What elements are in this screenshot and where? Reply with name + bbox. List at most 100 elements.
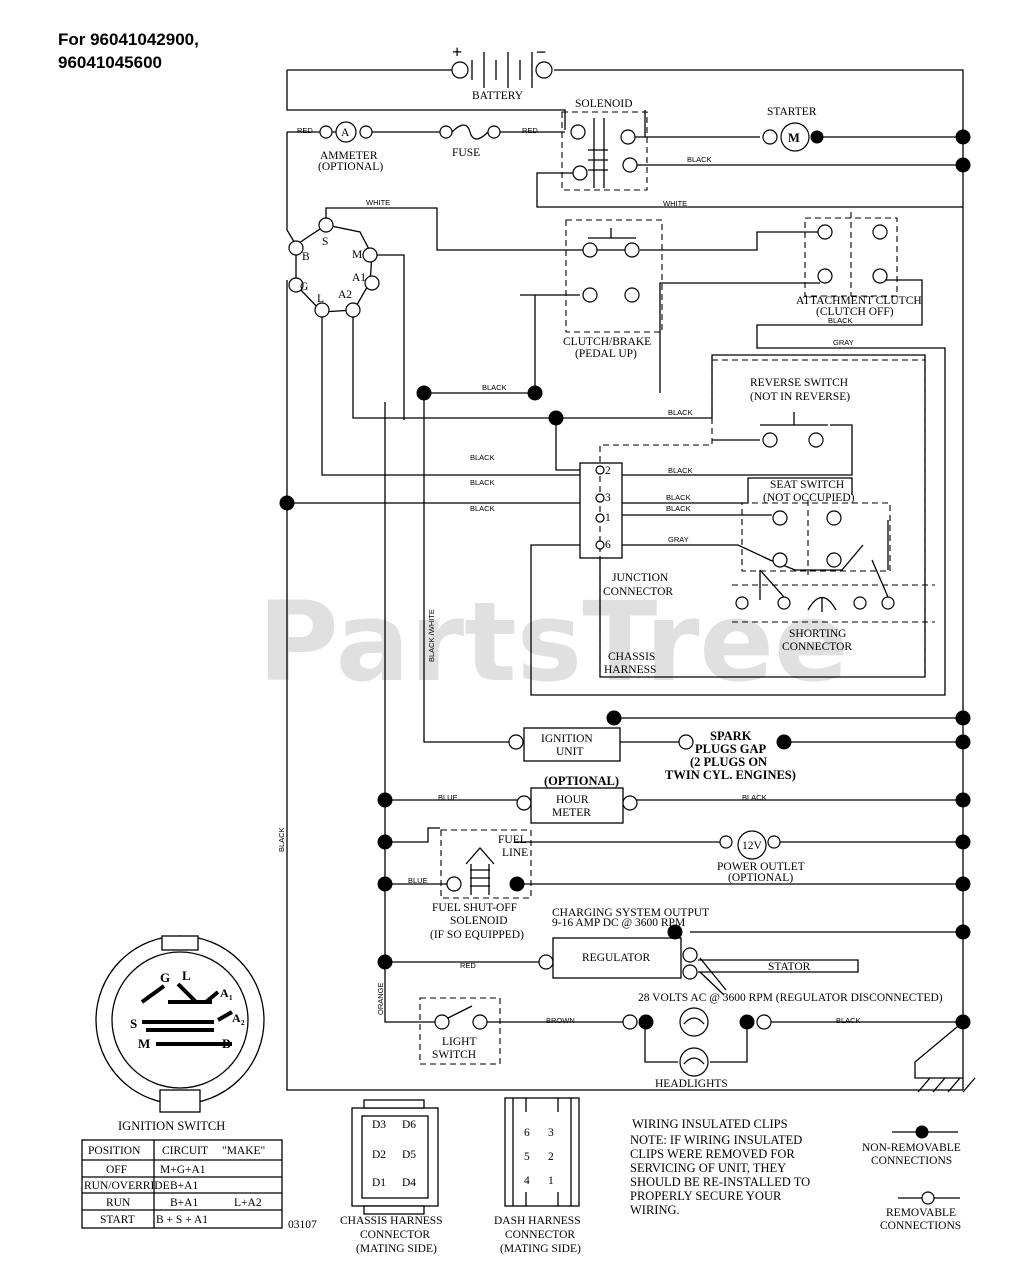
seat-switch-state: (NOT OCCUPIED) (763, 492, 855, 504)
ignition-switch-table: POSITION CIRCUIT "MAKE" OFF M+G+A1 RUN/O… (81, 1139, 317, 1231)
stator-label: STATOR (768, 961, 811, 973)
spark-plugs-line-1: SPARK (710, 729, 752, 743)
wire-label-red-2: RED (522, 126, 538, 135)
wire-label-orange: ORANGE (376, 982, 385, 1015)
wire-network (286, 69, 976, 1093)
seat-switch-label: SEAT SWITCH (770, 479, 844, 491)
reverse-switch-state: (NOT IN REVERSE) (750, 391, 850, 403)
row-start-circuit: B + S + A1 (156, 1214, 208, 1226)
headlights-label: HEADLIGHTS (655, 1078, 728, 1090)
model-numbers: For 96041042900, 96041045600 (58, 28, 199, 74)
terminal-S: S (322, 236, 328, 248)
terminal-L: L (317, 293, 324, 305)
hour-meter-label-2: METER (552, 807, 591, 819)
fuel-line-label: FUEL (498, 834, 527, 846)
wire-label-black-3: BLACK (668, 408, 693, 417)
ignition-switch-title: IGNITION SWITCH (118, 1119, 225, 1133)
face-label-A1: A (220, 986, 229, 1000)
power-outlet: 12V POWER OUTLET (OPTIONAL) (717, 830, 805, 884)
face-label-A2-sub: 2 (241, 1019, 245, 1027)
wire-label-black-vertical: BLACK (277, 827, 286, 852)
pin-2: 2 (605, 465, 611, 477)
note-line-6: PROPERLY SECURE YOUR (630, 1189, 782, 1203)
note-line-1: WIRING INSULATED CLIPS (632, 1117, 788, 1131)
table-header-make: "MAKE" (222, 1145, 265, 1157)
clutch-brake-state: (PEDAL UP) (575, 348, 637, 360)
connection-legend: NON-REMOVABLE CONNECTIONS REMOVABLE CONN… (862, 1125, 961, 1232)
ignition-unit-label-2: UNIT (556, 746, 583, 758)
model-line-1: For 96041042900, (58, 30, 199, 49)
terminal-A1: A1 (352, 272, 366, 284)
chassis-connector-label: CHASSIS HARNESS (340, 1215, 443, 1227)
ammeter: A AMMETER (OPTIONAL) (318, 121, 383, 173)
terminal-M: M (352, 249, 362, 261)
dash-connector-label-3: (MATING SIDE) (500, 1243, 581, 1255)
row-run-override-position: RUN/OVERRIDE (84, 1180, 170, 1192)
terminal-G: G (300, 281, 308, 293)
clutch-brake-label: CLUTCH/BRAKE (563, 336, 651, 348)
light-switch: LIGHT SWITCH (419, 997, 501, 1065)
battery-minus: − (536, 42, 546, 62)
wire-label-white-2: WHITE (663, 199, 687, 208)
chassis-connector-label-3: (MATING SIDE) (356, 1243, 437, 1255)
chassis-pin-D2: D2 (372, 1149, 386, 1161)
light-switch-label-2: SWITCH (432, 1049, 476, 1061)
battery-label: BATTERY (472, 90, 524, 102)
wiring-clips-note: WIRING INSULATED CLIPS NOTE: IF WIRING I… (630, 1117, 810, 1217)
fuel-shutoff-solenoid: FUEL LINE FUEL SHUT-OFF SOLENOID (IF SO … (430, 829, 532, 941)
regulator: CHARGING SYSTEM OUTPUT 9-16 AMP DC @ 360… (538, 907, 943, 1004)
junction-connector-label-2: CONNECTOR (603, 586, 673, 598)
ignition-switch-face: G L A 1 A 2 S M B IGNITION SWITCH (95, 935, 265, 1133)
dash-pin-3: 3 (548, 1127, 554, 1139)
light-switch-label: LIGHT (442, 1036, 477, 1048)
face-label-M: M (138, 1036, 150, 1051)
wire-labels: RED RED BLACK WHITE WHITE BLACK GRAY BLA… (277, 126, 861, 1025)
row-run-position: RUN (106, 1197, 131, 1209)
face-label-A2: A (232, 1011, 241, 1025)
dash-connector-label-2: CONNECTOR (505, 1229, 575, 1241)
fuel-line-label-2: LINE (502, 847, 528, 859)
shorting-connector-label: SHORTING (789, 628, 846, 640)
model-line-2: 96041045600 (58, 53, 163, 72)
power-outlet-symbol: 12V (742, 840, 763, 852)
face-label-B: B (222, 1036, 231, 1051)
starter-motor: M STARTER (762, 106, 824, 152)
face-label-A1-sub: 1 (229, 994, 233, 1002)
row-run-override-circuit: B+A1 (170, 1180, 198, 1192)
clutch-brake-switch: CLUTCH/BRAKE (PEDAL UP) (563, 219, 663, 360)
wire-label-black-5: BLACK (470, 478, 495, 487)
diagram-code: 03107 (288, 1219, 317, 1231)
shorting-connector-label-2: CONNECTOR (782, 641, 852, 653)
ignition-unit: IGNITION UNIT SPARK PLUGS GAP (2 PLUGS O… (508, 727, 796, 782)
dash-harness-connector: 6 3 5 2 4 1 DASH HARNESS CONNECTOR (MATI… (494, 1097, 581, 1255)
battery-plus: + (452, 42, 462, 62)
ignition-unit-label: IGNITION (541, 733, 593, 745)
face-label-S: S (130, 1016, 137, 1031)
note-line-7: WIRING. (630, 1203, 680, 1217)
dash-pin-5: 5 (524, 1151, 530, 1163)
spark-plugs-line-3: (2 PLUGS ON (690, 755, 767, 769)
row-off-position: OFF (106, 1164, 127, 1176)
connection-dots (279, 129, 971, 1030)
headlights: HEADLIGHTS (622, 1007, 772, 1090)
note-line-4: SERVICING OF UNIT, THEY (630, 1161, 786, 1175)
junction-connector-label: JUNCTION (612, 572, 669, 584)
battery: + − BATTERY (451, 42, 553, 102)
reverse-switch-label: REVERSE SWITCH (750, 377, 848, 389)
ammeter-label: AMMETER (320, 150, 378, 162)
chassis-pin-D5: D5 (402, 1149, 416, 1161)
wire-label-black-clutch: BLACK (828, 316, 853, 325)
note-line-5: SHOULD BE RE-INSTALLED TO (630, 1175, 810, 1189)
wire-label-black-8: BLACK (666, 493, 691, 502)
wire-label-black-4: BLACK (470, 453, 495, 462)
chassis-harness-connector: D3 D6 D2 D5 D1 D4 CHASSIS HARNESS CONNEC… (340, 1099, 443, 1255)
junction-connector: 2 3 1 6 JUNCTION CONNECTOR CHASSIS HARNE… (595, 465, 673, 676)
wire-label-red-1: RED (297, 126, 313, 135)
wire-label-gray-1: GRAY (833, 338, 854, 347)
chassis-harness-label-2: HARNESS (604, 664, 656, 676)
charging-output: CHARGING SYSTEM OUTPUT (552, 907, 709, 919)
hour-meter-optional: (OPTIONAL) (544, 774, 619, 788)
note-line-2: NOTE: IF WIRING INSULATED (630, 1133, 802, 1147)
